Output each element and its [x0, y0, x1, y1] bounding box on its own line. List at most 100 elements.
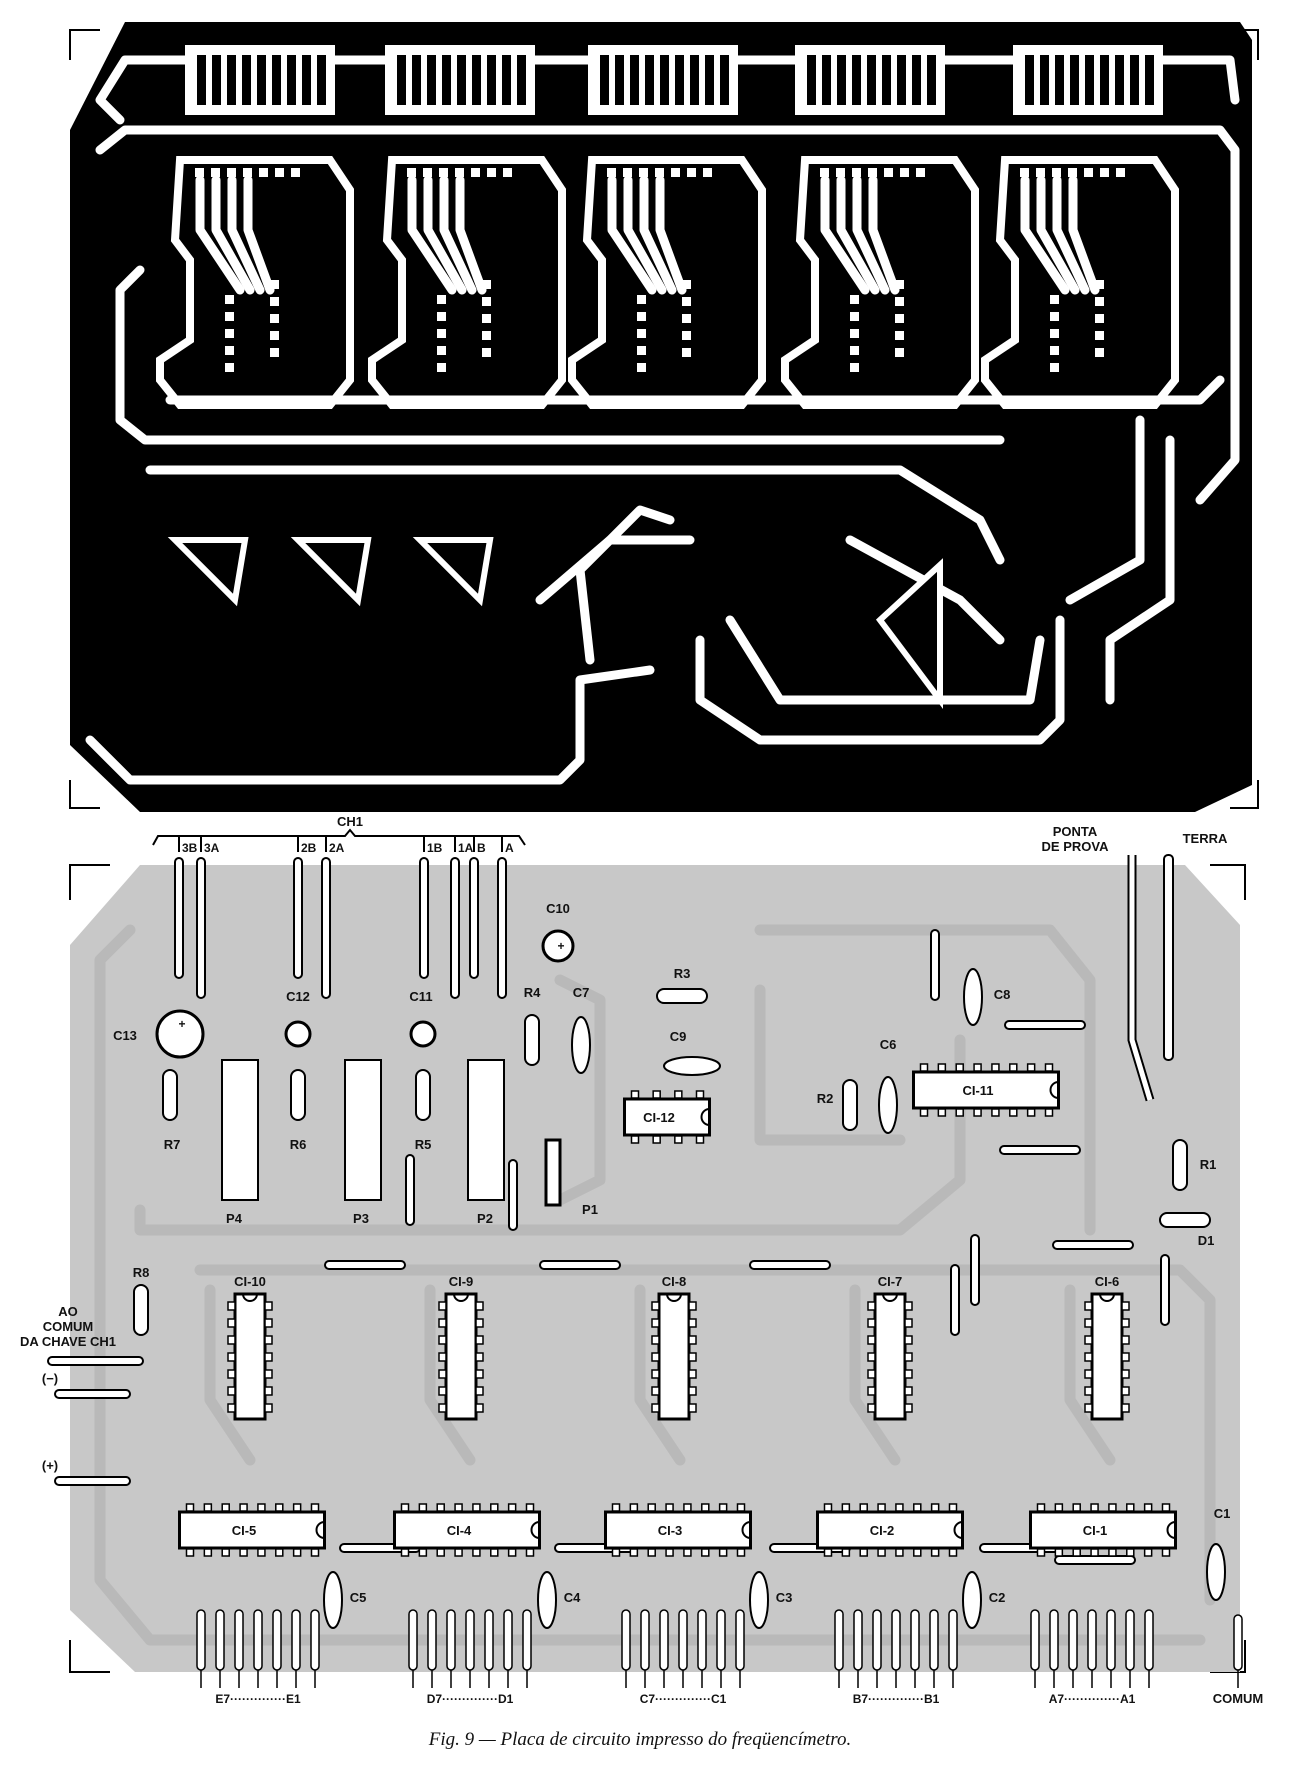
- ic-ci-1[interactable]: [1029, 1510, 1177, 1550]
- ic-pin: [472, 1503, 481, 1512]
- label-c8: C8: [994, 987, 1011, 1002]
- output-pin-lead[interactable]: [253, 1609, 263, 1671]
- switch-wire-3a[interactable]: [196, 857, 206, 999]
- ic-ci-12-label: CI-12: [643, 1110, 675, 1125]
- switch-wire-2a[interactable]: [321, 857, 331, 999]
- output-pin-lead[interactable]: [621, 1609, 631, 1671]
- ic-ci-5[interactable]: [178, 1510, 326, 1550]
- minus-lead[interactable]: [54, 1389, 131, 1399]
- ic-notch: [1166, 1521, 1176, 1539]
- switch-wire-2b[interactable]: [293, 857, 303, 979]
- ic-pad: [671, 168, 680, 177]
- output-pin-lead[interactable]: [697, 1609, 707, 1671]
- ic-ci-12[interactable]: [623, 1097, 711, 1137]
- output-pin-lead[interactable]: [948, 1609, 958, 1671]
- output-pin-lead[interactable]: [272, 1609, 282, 1671]
- output-pin-lead[interactable]: [465, 1609, 475, 1671]
- output-group-e: E7··············E1: [215, 1692, 301, 1706]
- connector-pad: [867, 55, 876, 105]
- ic-ci-11[interactable]: [912, 1070, 1060, 1110]
- ic-pin: [1126, 1503, 1135, 1512]
- ic-pad: [1050, 295, 1059, 304]
- figure-caption: Fig. 9 — Placa de circuito impresso do f…: [428, 1729, 852, 1750]
- switch-wire-a[interactable]: [497, 857, 507, 999]
- output-pin-lead[interactable]: [735, 1609, 745, 1671]
- common-output-lead[interactable]: [1233, 1614, 1243, 1671]
- output-pin-lead[interactable]: [640, 1609, 650, 1671]
- output-pin-lead[interactable]: [1144, 1609, 1154, 1671]
- label-c4: C4: [564, 1590, 581, 1605]
- ic-pad: [482, 348, 491, 357]
- ground-label: TERRA: [1183, 831, 1228, 846]
- output-pin-lead[interactable]: [1068, 1609, 1078, 1671]
- trimmer-p4[interactable]: [221, 1059, 259, 1201]
- output-pin-lead[interactable]: [834, 1609, 844, 1671]
- trimmer-p1[interactable]: [544, 1138, 562, 1207]
- copper-trace: [195, 175, 245, 295]
- ic-pin: [1121, 1403, 1130, 1413]
- output-pin-lead[interactable]: [503, 1609, 513, 1671]
- ic-pin: [991, 1108, 1000, 1117]
- ic-notch: [315, 1521, 325, 1539]
- ic-pin: [438, 1335, 447, 1345]
- ic-ci-8[interactable]: [657, 1292, 691, 1421]
- ground-wire[interactable]: [1163, 854, 1174, 1061]
- output-pin-lead[interactable]: [891, 1609, 901, 1671]
- ic-pin: [275, 1503, 284, 1512]
- capacitor-c9: [663, 1056, 721, 1076]
- trimmer-p2[interactable]: [467, 1059, 505, 1201]
- output-pin-lead[interactable]: [522, 1609, 532, 1671]
- ic-ci-4[interactable]: [393, 1510, 541, 1550]
- output-pin-lead[interactable]: [446, 1609, 456, 1671]
- ic-pin: [904, 1386, 913, 1396]
- connector-pad: [487, 55, 496, 105]
- switch-wire-1b[interactable]: [419, 857, 429, 979]
- output-pin-lead[interactable]: [427, 1609, 437, 1671]
- ic-ci-6[interactable]: [1090, 1292, 1124, 1421]
- copper-trace: [211, 175, 255, 295]
- plus-lead[interactable]: [54, 1476, 131, 1486]
- switch-wire-b[interactable]: [469, 857, 479, 979]
- output-pin-lead[interactable]: [310, 1609, 320, 1671]
- capacitor-c7: [571, 1016, 591, 1074]
- output-pin-lead[interactable]: [234, 1609, 244, 1671]
- output-pin-lead[interactable]: [678, 1609, 688, 1671]
- ic-pin: [841, 1503, 851, 1512]
- trimmer-p3[interactable]: [344, 1059, 382, 1201]
- switch-wire-3b[interactable]: [174, 857, 184, 979]
- output-pin-lead[interactable]: [1125, 1609, 1135, 1671]
- switch-wire-1a[interactable]: [450, 857, 460, 999]
- ic-pin: [629, 1503, 639, 1512]
- ic-ci-3[interactable]: [604, 1510, 752, 1550]
- output-pin-lead[interactable]: [408, 1609, 418, 1671]
- switch-wire-label: 3A: [204, 841, 220, 855]
- output-pin-lead[interactable]: [1049, 1609, 1059, 1671]
- output-pin-lead[interactable]: [291, 1609, 301, 1671]
- output-pin-lead[interactable]: [929, 1609, 939, 1671]
- output-pin-lead[interactable]: [1030, 1609, 1040, 1671]
- common-lead[interactable]: [47, 1356, 144, 1366]
- output-pin-lead[interactable]: [872, 1609, 882, 1671]
- ic-ci-2[interactable]: [816, 1510, 964, 1550]
- output-pin-lead[interactable]: [484, 1609, 494, 1671]
- output-pin-lead[interactable]: [196, 1609, 206, 1671]
- ic-pin: [438, 1403, 447, 1413]
- ic-ci-9[interactable]: [444, 1292, 478, 1421]
- output-pin-lead[interactable]: [853, 1609, 863, 1671]
- output-pin-lead[interactable]: [1087, 1609, 1097, 1671]
- output-leads[interactable]: [196, 1609, 1243, 1688]
- ic-ci-10[interactable]: [233, 1292, 267, 1421]
- output-pin-lead[interactable]: [910, 1609, 920, 1671]
- ic-pin: [611, 1548, 621, 1557]
- output-pin-lead[interactable]: [1106, 1609, 1116, 1671]
- output-pin-lead[interactable]: [215, 1609, 225, 1671]
- ic-pin: [239, 1503, 248, 1512]
- ic-ci-7[interactable]: [873, 1292, 907, 1421]
- output-pin-lead[interactable]: [659, 1609, 669, 1671]
- connector-pad: [852, 55, 861, 105]
- output-pin-lead[interactable]: [716, 1609, 726, 1671]
- ic-pin: [1026, 1063, 1036, 1072]
- connector-pad: [1040, 55, 1049, 105]
- connector-pad: [427, 55, 436, 105]
